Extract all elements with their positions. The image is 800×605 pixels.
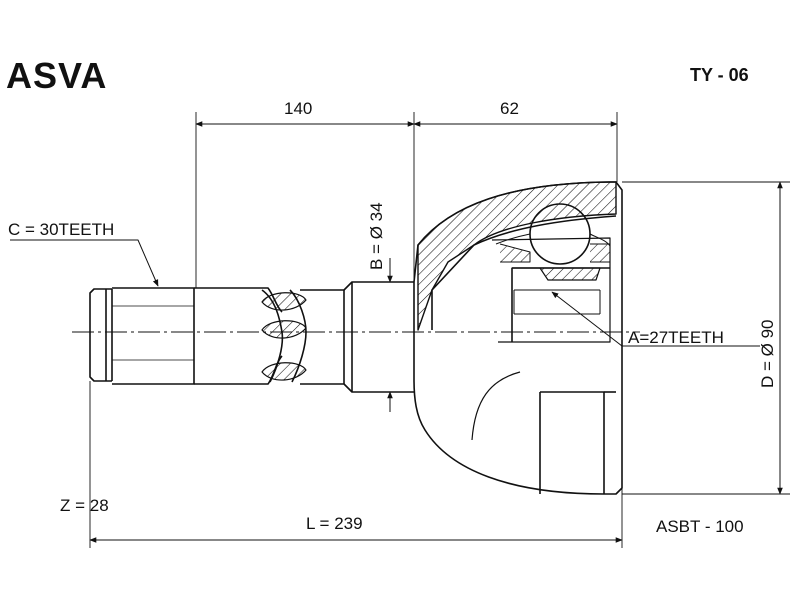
extension-lines xyxy=(89,112,790,548)
dim-label-140: 140 xyxy=(284,99,313,118)
brand-logo-text: ASVA xyxy=(6,55,108,96)
spec-label-abs-ring: ASBT - 100 xyxy=(656,517,744,536)
spec-label-c-teeth: C = 30TEETH xyxy=(8,220,115,239)
leader-c-teeth xyxy=(10,239,159,287)
spec-label-z28: Z = 28 xyxy=(60,496,109,515)
dim-label-d90: D = Ø 90 xyxy=(758,319,777,388)
joint-housing xyxy=(413,181,623,495)
spline-stub-end xyxy=(89,287,195,385)
dimension-lines xyxy=(89,121,783,543)
leader-lines xyxy=(10,239,760,495)
dim-label-l239: L = 239 xyxy=(306,514,363,533)
leader-a-teeth-diag xyxy=(551,291,623,347)
dim-label-b34: B = Ø 34 xyxy=(367,202,386,270)
dim-label-62: 62 xyxy=(500,99,519,118)
axle-shaft xyxy=(194,281,414,393)
part-number: TY - 06 xyxy=(690,65,749,85)
spec-label-a-teeth: A=27TEETH xyxy=(628,328,724,347)
